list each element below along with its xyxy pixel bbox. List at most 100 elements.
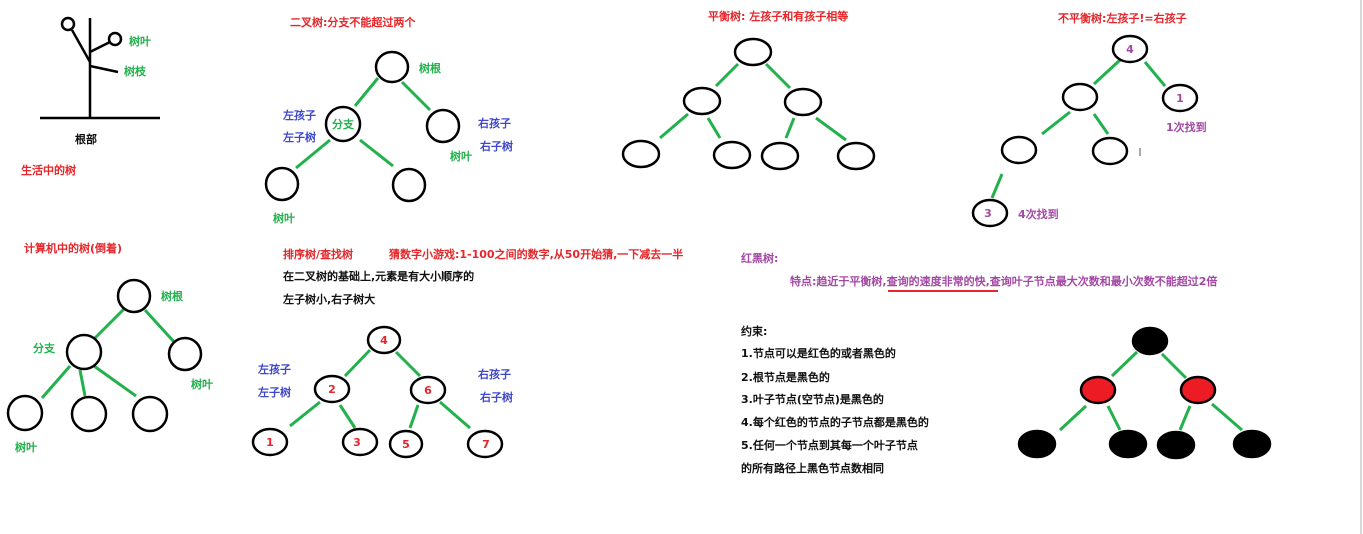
edge — [353, 77, 380, 107]
sorted-node-value: 2 — [328, 383, 336, 396]
tree-node — [1111, 34, 1149, 64]
binary-right-subtree-label: 右子树 — [480, 140, 513, 153]
tree-node — [374, 50, 410, 84]
rb-node-black — [1131, 326, 1169, 356]
found-four-label: 4次找到 — [1018, 208, 1059, 221]
rb-node-black — [1017, 429, 1057, 459]
sorted-node-value: 7 — [482, 438, 490, 451]
life-branch-label: 树枝 — [124, 65, 146, 78]
edge — [1143, 61, 1167, 87]
sorted-left-child-label: 左孩子 — [258, 363, 291, 376]
sorted-tree-title: 排序树/查找树 — [283, 248, 354, 261]
tree-node — [70, 395, 108, 433]
tree-node — [409, 375, 447, 405]
binary-left-child-label: 左孩子 — [283, 109, 316, 122]
tree-node — [1000, 135, 1038, 165]
edge — [295, 138, 331, 170]
tree-node — [116, 278, 152, 314]
edge — [815, 116, 847, 142]
tree-node — [733, 37, 773, 67]
rule-5-cont: 的所有路径上黑色节点数相同 — [741, 462, 884, 475]
sorted-node-value: 5 — [402, 438, 410, 451]
life-leaf-label: 树叶 — [129, 35, 151, 48]
edge — [1211, 402, 1243, 432]
rule-4: 4.每个红色的节点的子节点都是黑色的 — [741, 416, 929, 429]
sorted-tree-drawing — [251, 325, 504, 459]
sorted-desc-1: 在二叉树的基础上,元素是有大小顺序的 — [283, 270, 475, 283]
computer-branch-label: 分支 — [33, 342, 55, 355]
edge — [1178, 405, 1192, 431]
edge — [1160, 352, 1188, 380]
tree-node — [783, 87, 823, 117]
tree-node — [760, 141, 800, 171]
tree-node — [621, 139, 661, 169]
unbalanced-node-value: 3 — [984, 207, 992, 220]
computer-tree-drawing — [6, 278, 203, 433]
tree-node — [341, 427, 379, 457]
tree-node — [425, 108, 461, 144]
edge — [1092, 113, 1110, 135]
computer-root-label: 树根 — [161, 290, 183, 303]
edge — [764, 62, 792, 90]
life-tree-drawing — [40, 16, 160, 120]
computer-tree-title: 计算机中的树(倒着) — [24, 242, 123, 255]
edge — [1041, 110, 1071, 136]
edge — [78, 369, 87, 397]
red-black-feature: 特点:趋近于平衡树,查询的速度非常的快,查询叶子节点最大次数和最小次数不能超过2… — [790, 276, 1217, 287]
tree-node — [1091, 136, 1129, 166]
edge — [143, 308, 177, 345]
edge — [1058, 404, 1088, 432]
sorted-node-value: 1 — [266, 436, 274, 449]
sorted-right-child-label: 右孩子 — [478, 368, 511, 381]
edge — [289, 400, 321, 428]
guess-game-text: 猜数字小游戏:1-100之间的数字,从50开始猜,一下减去一半 — [389, 248, 684, 261]
rule-3: 3.叶子节点(空节点)是黑色的 — [741, 393, 884, 406]
tree-node — [836, 141, 876, 171]
branch-line — [89, 64, 119, 74]
rb-node-black — [1156, 430, 1196, 460]
edge — [1110, 350, 1139, 378]
unbalanced-node-value: 1 — [1176, 92, 1184, 105]
sorted-left-subtree-label: 左子树 — [258, 386, 291, 399]
edge — [439, 400, 471, 430]
edge — [359, 138, 394, 168]
rb-node-black — [1108, 429, 1148, 459]
twig-right — [89, 40, 111, 54]
feature-highlight: 查询的速度非常的快 — [886, 275, 986, 288]
tree-node — [712, 140, 752, 170]
balanced-tree-title: 平衡树: 左孩子和有孩子相等 — [708, 10, 849, 23]
binary-left-subtree-label: 左子树 — [283, 131, 316, 144]
tree-node — [167, 336, 203, 372]
computer-leaf-label-bottom: 树叶 — [15, 441, 37, 454]
edge — [394, 350, 422, 378]
tree-node — [971, 198, 1009, 228]
tree-node — [131, 395, 169, 433]
sorted-node-value: 6 — [424, 384, 432, 397]
tree-node — [366, 325, 402, 355]
leaf-bud-right — [107, 31, 123, 47]
found-once-label: 1次找到 — [1166, 121, 1207, 134]
twig-left — [70, 29, 92, 63]
edge — [784, 117, 796, 139]
edge — [706, 117, 722, 139]
tree-node — [264, 166, 300, 202]
unbalanced-tree-title: 不平衡树:左孩子!=右孩子 — [1058, 12, 1187, 25]
tree-node — [682, 86, 722, 116]
edge — [40, 365, 72, 399]
edge — [1092, 58, 1122, 86]
red-black-tree-drawing — [888, 290, 1272, 460]
tree-node — [1161, 83, 1199, 113]
edge — [408, 404, 420, 429]
edge — [990, 173, 1004, 199]
edge — [659, 112, 689, 140]
edge — [93, 306, 127, 340]
binary-tree-title: 二叉树:分支不能超过两个 — [290, 16, 416, 29]
tree-node — [324, 105, 362, 143]
binary-tree-drawing — [264, 50, 461, 203]
tree-node — [1061, 82, 1099, 112]
sorted-right-subtree-label: 右子树 — [480, 391, 513, 404]
sorted-node-value: 4 — [380, 334, 388, 347]
rb-node-red — [1079, 375, 1117, 405]
rule-1: 1.节点可以是红色的或者黑色的 — [741, 347, 896, 360]
rb-node-red — [1179, 375, 1217, 405]
